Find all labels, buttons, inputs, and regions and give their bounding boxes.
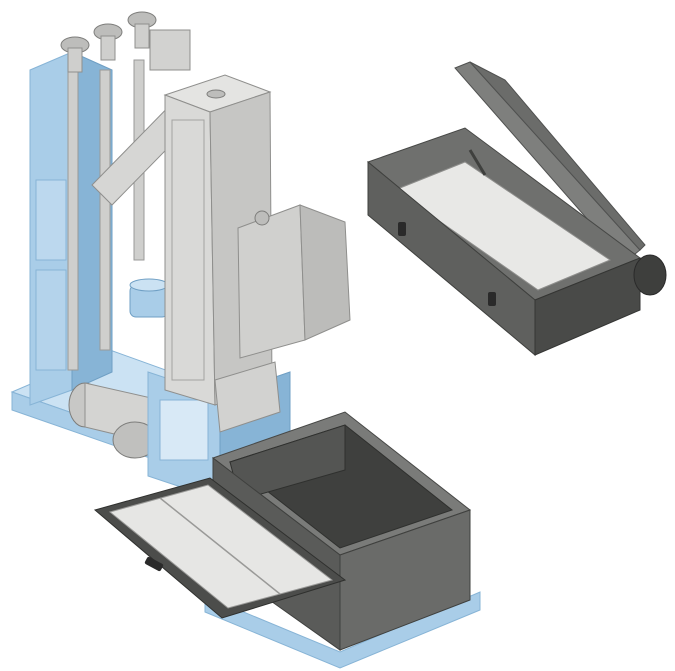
filtration-unit-assembly bbox=[10, 11, 351, 501]
tray-handle bbox=[144, 556, 164, 572]
motor-pump bbox=[68, 382, 161, 459]
pipe-left bbox=[67, 69, 79, 371]
housing-door-frame bbox=[171, 119, 205, 381]
housing-top-port bbox=[206, 89, 226, 99]
column-panel-lower bbox=[35, 269, 67, 371]
stand-opening bbox=[159, 399, 209, 461]
column-panel bbox=[35, 179, 67, 261]
gearbox-knob bbox=[254, 210, 270, 226]
housing-handle-1 bbox=[398, 222, 406, 236]
valve-housing bbox=[149, 29, 191, 71]
open-lid-face bbox=[469, 61, 646, 251]
valve-body-2 bbox=[100, 35, 116, 61]
valve-body-1 bbox=[67, 47, 83, 73]
gearbox-side bbox=[299, 204, 351, 341]
valve-body-3 bbox=[134, 23, 150, 49]
small-blue-motor bbox=[129, 278, 169, 318]
enclosed-filter-housing bbox=[366, 61, 667, 357]
lid-support-arm bbox=[468, 149, 487, 176]
outlet-chute bbox=[214, 361, 281, 433]
housing-handle-2 bbox=[488, 292, 496, 306]
collection-tank bbox=[93, 411, 481, 669]
housing-side-wall bbox=[534, 257, 641, 356]
blue-motor-cap bbox=[129, 278, 169, 292]
top-valves bbox=[60, 11, 191, 73]
pipe-mid bbox=[99, 69, 111, 351]
housing-inner-tray bbox=[393, 161, 612, 291]
gearbox-front bbox=[237, 204, 306, 359]
housing-drive-motor bbox=[633, 254, 667, 296]
tray-divider bbox=[159, 497, 281, 595]
pull-out-tray bbox=[93, 477, 347, 619]
side-gearbox bbox=[237, 204, 351, 359]
tank-blue-base bbox=[204, 591, 481, 669]
